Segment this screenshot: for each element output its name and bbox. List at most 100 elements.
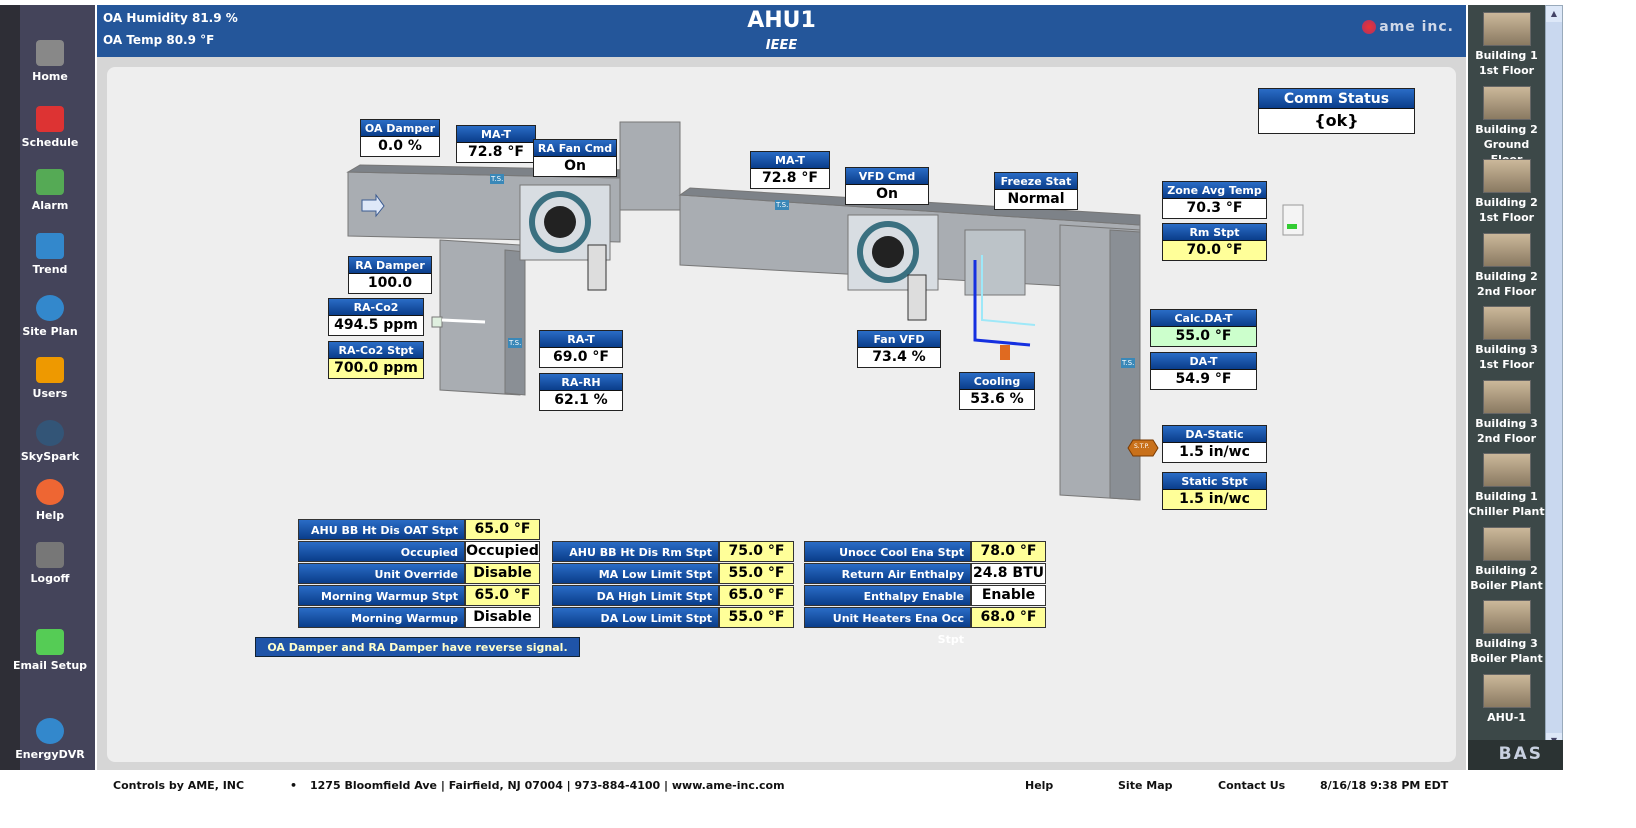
nav-building-1-chiller-plant[interactable]: Building 1 Chiller Plant: [1468, 453, 1545, 519]
nav-label: Users: [32, 387, 68, 400]
point-value: 72.8 °F: [468, 144, 524, 160]
row-value[interactable]: 65.0 °F: [719, 585, 794, 606]
oa-temp: OA Temp 80.9 °F: [103, 33, 215, 47]
bas-logo: BAS: [1468, 740, 1563, 770]
row-value[interactable]: 78.0 °F: [971, 541, 1046, 562]
point-value: 700.0 ppm: [329, 359, 423, 378]
nav-label: Email Setup: [12, 659, 88, 672]
nav-alarm[interactable]: Alarm: [0, 169, 100, 212]
floor-plan-icon: [1482, 379, 1531, 414]
temp-sensor-tag: T.S.: [775, 200, 790, 210]
nav-trend[interactable]: Trend: [0, 233, 100, 276]
nav-label: 2nd Floor: [1476, 431, 1536, 445]
point-value: 69.0 °F: [553, 349, 609, 365]
footer-site-map-link[interactable]: Site Map: [1118, 779, 1173, 792]
home-icon: [36, 40, 64, 66]
logoff-icon: [36, 542, 64, 568]
left-sidebar: [0, 5, 95, 770]
footer-help-link[interactable]: Help: [1025, 779, 1054, 792]
row-value[interactable]: 75.0 °F: [719, 541, 794, 562]
users-icon: [36, 357, 64, 383]
scroll-up-icon[interactable]: ▲: [1546, 6, 1562, 22]
point-label: Fan VFD: [858, 331, 940, 348]
nav-label: Alarm: [31, 199, 69, 212]
row-value[interactable]: 55.0 °F: [719, 563, 794, 584]
nav-site-plan[interactable]: Site Plan: [0, 295, 100, 338]
point-label: MA-T: [751, 152, 829, 169]
nav-label: Building 2: [1475, 269, 1538, 283]
row-value[interactable]: 68.0 °F: [971, 607, 1046, 628]
row-label: Occupied: [298, 541, 465, 562]
row-value[interactable]: 65.0 °F: [465, 519, 540, 540]
row-value[interactable]: Disable: [465, 563, 540, 584]
row-value[interactable]: 65.0 °F: [465, 585, 540, 606]
trend-icon: [36, 233, 64, 259]
point-label: RA Fan Cmd: [534, 140, 616, 157]
row-label: Unit Heaters Ena Occ Stpt: [804, 607, 971, 646]
point-label: DA-Static: [1163, 426, 1266, 443]
row-label: AHU BB Ht Dis OAT Stpt: [298, 519, 465, 540]
row-value[interactable]: 55.0 °F: [719, 607, 794, 628]
nav-label: Chiller Plant: [1468, 505, 1545, 518]
nav-schedule[interactable]: Schedule: [0, 106, 100, 149]
nav-home[interactable]: Home: [0, 40, 100, 83]
point-value: 100.0: [367, 275, 413, 291]
sidebar-scrollbar[interactable]: ▲ ▼: [1545, 5, 1563, 750]
point-value: On: [564, 158, 586, 174]
help-icon: [36, 479, 64, 505]
nav-skyspark[interactable]: SkySpark: [0, 420, 100, 463]
nav-logoff[interactable]: Logoff: [0, 542, 100, 585]
ame-logo: ame inc.: [1362, 19, 1454, 35]
plant-icon: [1482, 600, 1531, 634]
point-label: DA-T: [1151, 353, 1256, 370]
reverse-signal-note: OA Damper and RA Damper have reverse sig…: [255, 637, 580, 657]
nav-energydvr[interactable]: EnergyDVR: [0, 718, 100, 761]
row-label: Enthalpy Enable: [804, 585, 971, 606]
nav-users[interactable]: Users: [0, 357, 100, 400]
nav-label: Building 1: [1475, 490, 1538, 503]
nav-help[interactable]: Help: [0, 479, 100, 522]
alarm-icon: [36, 169, 64, 195]
floor-plan-icon: [1482, 306, 1531, 340]
comm-status-point[interactable]: Comm Status{ok}: [1258, 88, 1415, 134]
footer-contact-link[interactable]: Contact Us: [1218, 779, 1286, 792]
nav-ahu-1[interactable]: AHU-1: [1468, 673, 1545, 725]
nav-email-setup[interactable]: Email Setup: [0, 629, 100, 672]
nav-label: Building 3: [1475, 416, 1538, 430]
nav-label: Site Plan: [22, 325, 78, 338]
nav-label: Boiler Plant: [1470, 652, 1543, 665]
